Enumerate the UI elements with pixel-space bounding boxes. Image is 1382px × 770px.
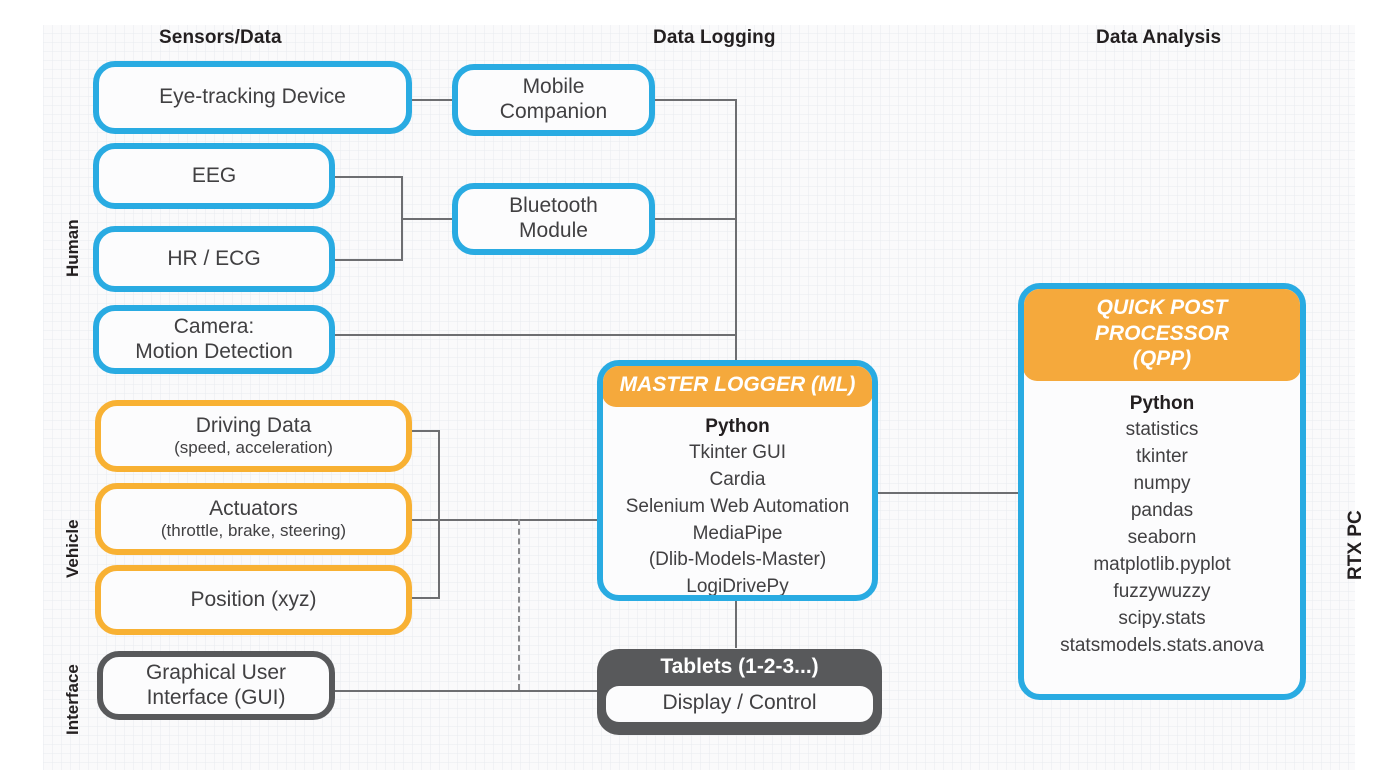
node-label: Position (xyz)	[190, 587, 317, 611]
qpp-item: tkinter	[1136, 445, 1188, 467]
qpp-item: statistics	[1125, 418, 1199, 440]
qpp-language: Python	[1129, 392, 1195, 414]
master-logger-item: (Dlib-Models-Master)	[648, 549, 827, 571]
node-graphical-user-interface[interactable]: Graphical User Interface (GUI)	[97, 651, 335, 720]
qpp-item: statsmodels.stats.anova	[1060, 634, 1264, 656]
master-logger-item: MediaPipe	[692, 522, 783, 544]
node-eeg[interactable]: EEG	[93, 143, 335, 209]
node-label-line2: (speed, acceleration)	[174, 438, 333, 458]
connector-master-logger-to-tablets	[735, 601, 737, 648]
qpp-title-line1: QUICK POST	[1096, 296, 1228, 319]
row-label-human: Human	[63, 219, 82, 277]
master-logger-item: Selenium Web Automation	[625, 495, 850, 517]
tablets-title: Tablets (1-2-3...)	[660, 655, 819, 678]
connector-bracket-to-bluetooth	[401, 218, 454, 220]
node-label-line2: Interface (GUI)	[146, 685, 286, 709]
node-label-line1: Driving Data	[195, 413, 312, 437]
master-logger-body: Python Tkinter GUI Cardia Selenium Web A…	[603, 407, 872, 598]
connector-camera-to-bus	[335, 334, 736, 336]
node-label-line2: Motion Detection	[135, 339, 293, 363]
node-actuators[interactable]: Actuators (throttle, brake, steering)	[95, 483, 412, 555]
node-position-xyz[interactable]: Position (xyz)	[95, 565, 412, 635]
tablets-subtitle: Display / Control	[606, 686, 873, 722]
node-tablets[interactable]: Tablets (1-2-3...) Display / Control	[597, 649, 882, 735]
node-label-line1: Bluetooth	[509, 194, 598, 218]
node-label-line2: Module	[519, 219, 588, 242]
qpp-item: scipy.stats	[1118, 607, 1206, 629]
node-label-line1: Camera:	[173, 314, 255, 338]
node-label: Eye-tracking Device	[159, 85, 346, 109]
node-hr-ecg[interactable]: HR / ECG	[93, 226, 335, 292]
master-logger-title: MASTER LOGGER (ML)	[603, 366, 872, 407]
connector-dashed-gui-vehicle	[518, 519, 520, 690]
node-label-line2: Companion	[499, 100, 608, 123]
connector-eeg-out	[335, 176, 403, 178]
master-logger-item: LogiDrivePy	[686, 576, 789, 598]
connector-eye-to-mobile	[412, 99, 454, 101]
master-logger-item: Tkinter GUI	[688, 441, 787, 463]
connector-vehicle-bracket	[438, 430, 440, 598]
node-driving-data[interactable]: Driving Data (speed, acceleration)	[95, 400, 412, 472]
node-bluetooth-module[interactable]: Bluetooth Module	[452, 183, 655, 255]
panel-master-logger[interactable]: MASTER LOGGER (ML) Python Tkinter GUI Ca…	[597, 360, 878, 601]
connector-gui-to-tablets	[335, 690, 599, 692]
panel-quick-post-processor[interactable]: QUICK POST PROCESSOR (QPP) Python statis…	[1018, 283, 1306, 700]
node-label-line2: (throttle, brake, steering)	[160, 521, 347, 541]
qpp-body: Python statistics tkinter numpy pandas s…	[1024, 381, 1300, 694]
node-mobile-companion[interactable]: Mobile Companion	[452, 64, 655, 136]
node-camera-motion-detection[interactable]: Camera: Motion Detection	[93, 305, 335, 374]
node-label: HR / ECG	[167, 246, 261, 270]
qpp-title: QUICK POST PROCESSOR (QPP)	[1024, 289, 1300, 381]
qpp-item: fuzzywuzzy	[1113, 580, 1211, 602]
qpp-title-line3: (QPP)	[1132, 347, 1192, 371]
qpp-item: matplotlib.pyplot	[1093, 553, 1231, 575]
column-header-data-analysis: Data Analysis	[1096, 27, 1222, 48]
connector-actuators-out	[412, 519, 440, 521]
column-header-sensors: Sensors/Data	[159, 27, 282, 48]
qpp-item: numpy	[1133, 472, 1191, 494]
node-label-line1: Mobile	[522, 75, 585, 99]
connector-hrecg-out	[335, 259, 403, 261]
row-label-rtx-pc: RTX PC	[1345, 510, 1366, 580]
connector-position-out	[412, 597, 440, 599]
column-header-data-logging: Data Logging	[653, 27, 776, 48]
connector-driving-out	[412, 430, 440, 432]
qpp-title-line2: PROCESSOR	[1094, 321, 1230, 345]
node-label: EEG	[191, 163, 237, 187]
connector-bluetooth-to-bus	[655, 218, 736, 220]
qpp-item: seaborn	[1127, 526, 1197, 548]
row-label-vehicle: Vehicle	[63, 519, 82, 578]
row-label-interface: Interface	[63, 664, 82, 735]
connector-mobile-to-bus	[655, 99, 736, 101]
master-logger-item: Cardia	[709, 468, 766, 490]
node-label-line1: Actuators	[209, 496, 298, 520]
node-eye-tracking-device[interactable]: Eye-tracking Device	[93, 61, 412, 134]
connector-master-logger-to-qpp	[878, 492, 1020, 494]
qpp-item: pandas	[1130, 499, 1194, 521]
master-logger-language: Python	[705, 415, 770, 437]
connector-logging-bus	[735, 99, 737, 365]
node-label-line1: Graphical User	[145, 660, 287, 684]
